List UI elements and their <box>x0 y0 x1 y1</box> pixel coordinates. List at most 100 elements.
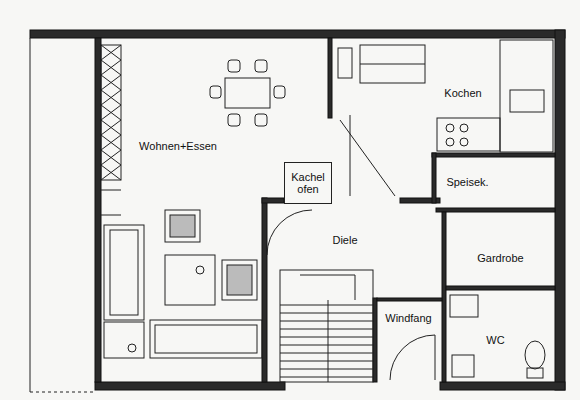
window-hatch <box>101 135 121 150</box>
inner-wall <box>446 286 555 290</box>
sink <box>510 90 544 112</box>
room-name: Wohnen+Essen <box>139 140 217 152</box>
stair-step <box>328 369 373 370</box>
window-hatch <box>101 150 121 165</box>
stove-plate <box>446 124 454 132</box>
terrace-edge <box>30 38 31 392</box>
inner-wall <box>377 298 442 301</box>
window <box>101 215 121 216</box>
window-hatch <box>101 45 121 60</box>
stair-step <box>280 313 328 314</box>
toilet-tank <box>527 368 543 378</box>
stove-plate <box>460 124 468 132</box>
window-hatch <box>101 135 121 150</box>
door-leaf <box>350 115 351 196</box>
stair-step <box>280 369 328 370</box>
armchair <box>165 210 200 242</box>
dining-table <box>225 78 270 108</box>
window-hatch <box>101 60 121 75</box>
room-name: Kachel ofen <box>285 171 331 195</box>
bench <box>338 48 352 78</box>
stair-arrow <box>300 275 355 300</box>
outer-wall <box>95 382 285 390</box>
door-swing <box>390 335 435 380</box>
stair-step <box>280 361 328 362</box>
stair-step <box>328 353 373 354</box>
door-swing <box>267 210 312 255</box>
inner-wall <box>328 38 332 118</box>
inner-wall <box>373 298 377 382</box>
chair <box>228 60 240 72</box>
inner-wall <box>432 153 436 203</box>
room-name: Speisek. <box>446 176 488 188</box>
window-hatch <box>101 60 121 75</box>
sofa <box>150 320 262 358</box>
inner-wall <box>442 212 446 382</box>
armchair <box>170 215 195 237</box>
sofa <box>110 230 138 315</box>
window <box>101 190 121 191</box>
room-area: Wohnen+Essen <box>136 138 220 155</box>
room-area: Gardrobe <box>474 250 527 267</box>
inner-wall <box>262 198 267 382</box>
stair-step <box>280 321 328 322</box>
window-hatch <box>101 75 121 90</box>
wash-basin <box>450 295 478 317</box>
outer-wall <box>30 30 565 38</box>
window-hatch <box>101 90 121 105</box>
room-area: Kochen <box>441 85 485 102</box>
window-hatch <box>101 90 121 105</box>
outer-wall <box>95 38 101 382</box>
terrace-edge <box>30 392 95 393</box>
window-hatch <box>101 120 121 135</box>
stair-step <box>280 345 328 346</box>
chair <box>210 86 221 98</box>
stair-step <box>280 353 328 354</box>
chair <box>255 60 267 72</box>
window-hatch <box>101 105 121 120</box>
stair-step <box>328 345 373 346</box>
stair-step <box>328 313 373 314</box>
stove-box: Kachel ofen <box>284 162 332 204</box>
stove-plate <box>460 138 468 146</box>
stair-step <box>280 337 328 338</box>
sofa <box>155 325 257 353</box>
stair-step <box>280 305 328 306</box>
window-hatch <box>101 105 121 120</box>
kitchen-counter <box>500 40 553 152</box>
lamp <box>128 344 136 352</box>
coffee-table <box>165 255 215 305</box>
room-name: Kochen <box>444 87 481 99</box>
armchair <box>222 260 257 300</box>
toilet <box>525 341 545 369</box>
sofa <box>104 225 144 320</box>
room-name: Gardrobe <box>477 252 523 264</box>
window-hatch <box>101 45 121 180</box>
room-name: Windfang <box>385 312 431 324</box>
chair <box>228 114 240 126</box>
inner-wall <box>432 153 555 157</box>
door-leaf <box>435 335 436 380</box>
outer-wall <box>555 30 565 390</box>
stair-step <box>280 377 328 378</box>
vase <box>196 266 204 274</box>
chair <box>255 114 267 126</box>
window-hatch <box>101 165 121 180</box>
stair-step <box>328 329 373 330</box>
staircase <box>280 270 373 382</box>
window <box>101 45 121 180</box>
window-hatch <box>101 165 121 180</box>
kitchen-table <box>360 45 425 83</box>
side-table <box>104 322 144 358</box>
inner-wall <box>436 208 555 212</box>
stair-step <box>328 377 373 378</box>
room-name: Diele <box>332 234 357 246</box>
stair-step <box>328 337 373 338</box>
room-area: WC <box>483 332 508 349</box>
window-hatch <box>101 45 121 60</box>
inner-wall <box>262 198 284 203</box>
chair <box>274 86 285 98</box>
stair-step <box>280 329 328 330</box>
room-area: Speisek. <box>443 174 492 191</box>
